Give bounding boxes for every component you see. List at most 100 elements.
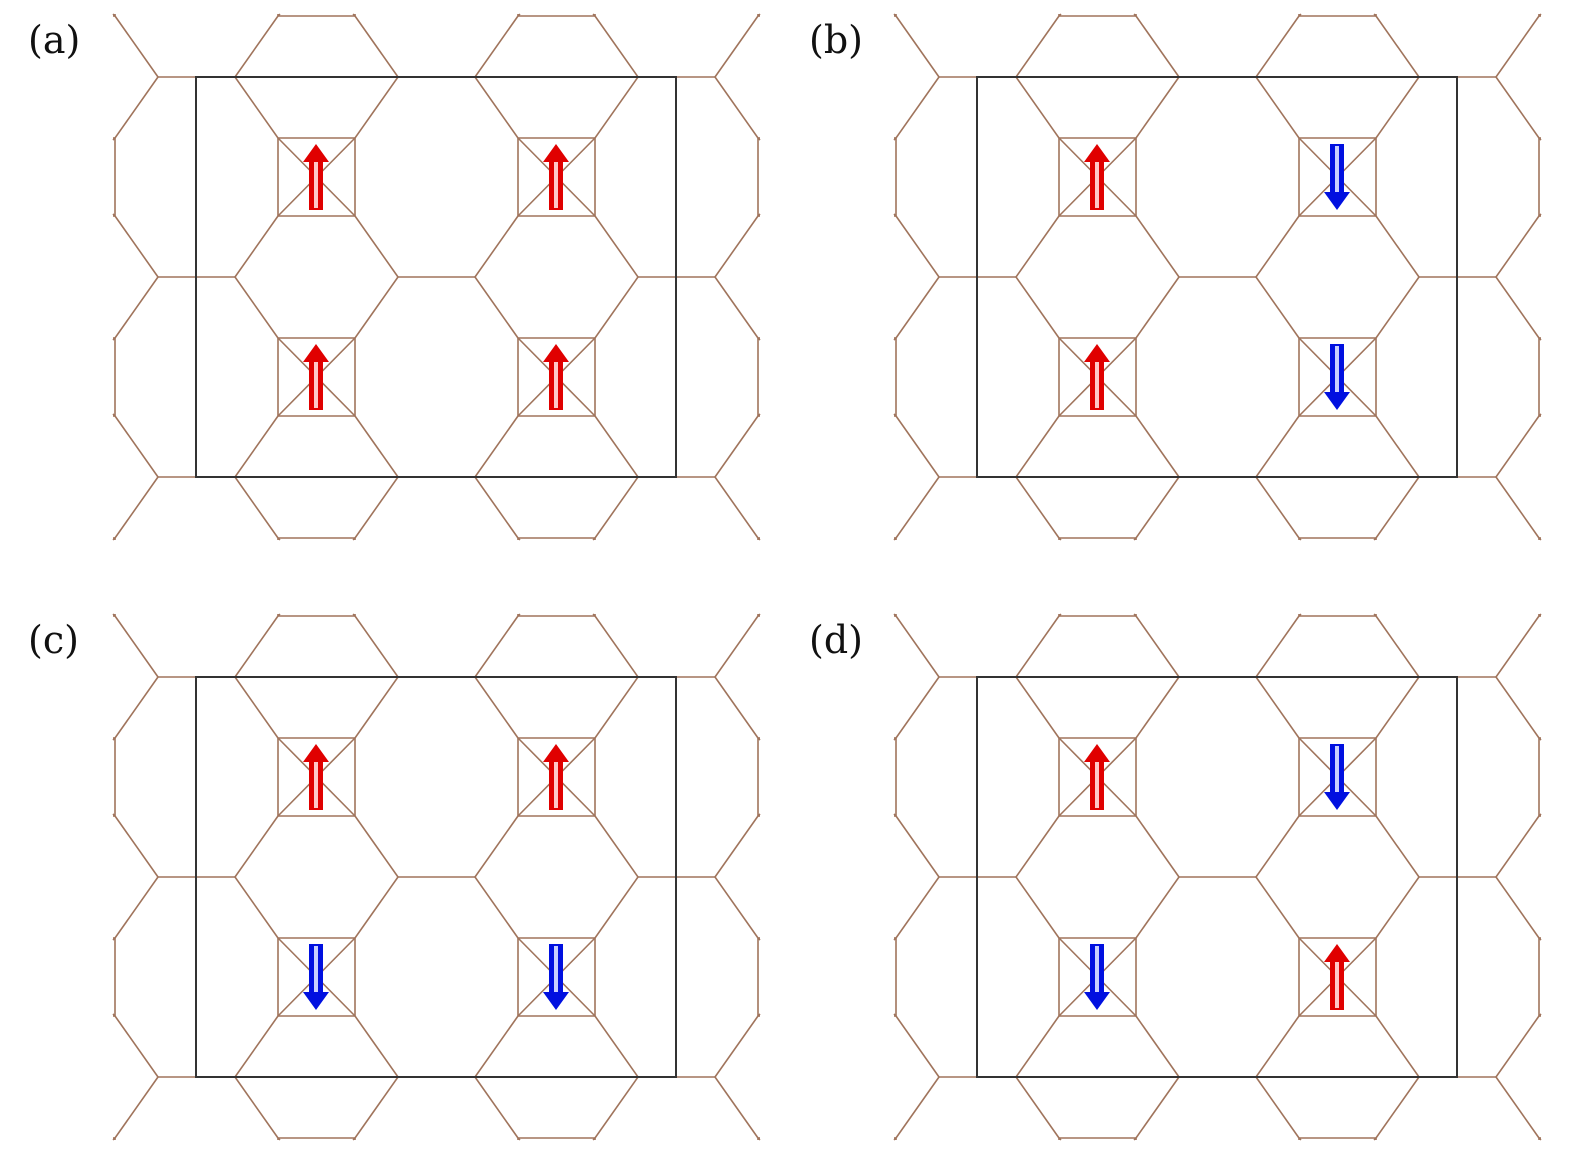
lattice-bond xyxy=(1298,1137,1302,1141)
lattice-bond xyxy=(1255,676,1300,739)
lattice-bond xyxy=(594,876,639,939)
lattice-bond xyxy=(354,676,399,739)
lattice-bond xyxy=(1135,676,1180,739)
lattice-bond xyxy=(352,613,356,617)
lattice-bond xyxy=(594,615,639,678)
lattice-bond xyxy=(1298,613,1302,617)
lattice-diagram xyxy=(112,613,761,1141)
lattice-bond xyxy=(1015,76,1060,139)
spin-down-arrow-icon xyxy=(543,944,569,1010)
lattice-bond xyxy=(1538,537,1542,541)
lattice-bond xyxy=(1255,1015,1300,1078)
lattice-bond xyxy=(714,476,759,539)
lattice-bond xyxy=(895,476,940,539)
lattice-diagram xyxy=(112,13,761,541)
lattice-bond xyxy=(1133,537,1137,541)
lattice xyxy=(112,613,761,1141)
lattice-bond xyxy=(354,1076,399,1139)
lattice-bond xyxy=(1495,815,1540,878)
lattice-bond xyxy=(517,1137,521,1141)
spin-up-arrow-icon xyxy=(1084,344,1110,410)
lattice-bond xyxy=(352,13,356,17)
lattice-bond xyxy=(895,1076,940,1139)
lattice-bond xyxy=(1015,415,1060,478)
lattice-bond xyxy=(112,13,116,17)
lattice-bond xyxy=(895,15,940,78)
lattice-bond xyxy=(1058,1137,1062,1141)
panel-label: (b) xyxy=(809,18,863,62)
lattice-bond xyxy=(1135,76,1180,139)
lattice-bond xyxy=(1255,476,1300,539)
lattice-bond xyxy=(1255,815,1300,878)
lattice-bond xyxy=(893,737,897,741)
lattice-bond xyxy=(474,615,519,678)
spin-down-arrow-icon xyxy=(303,944,329,1010)
lattice-bond xyxy=(114,815,159,878)
spin-down-arrow-icon xyxy=(1324,144,1350,210)
lattice-bond xyxy=(114,15,159,78)
lattice-bond xyxy=(1375,676,1420,739)
lattice-bond xyxy=(1255,1076,1300,1139)
lattice-bond xyxy=(757,537,761,541)
lattice-bond xyxy=(1255,15,1300,78)
panel-b: (b) xyxy=(781,0,1571,557)
lattice-bond xyxy=(895,1015,940,1078)
lattice-bond xyxy=(234,876,279,939)
lattice-bond xyxy=(1058,13,1062,17)
lattice-bond xyxy=(234,15,279,78)
lattice-bond xyxy=(234,415,279,478)
lattice-bond xyxy=(1538,137,1542,141)
lattice-bond xyxy=(112,737,116,741)
lattice-bond xyxy=(1375,215,1420,278)
lattice-bond xyxy=(1375,815,1420,878)
lattice-bond xyxy=(1538,937,1542,941)
lattice-bond xyxy=(592,613,596,617)
lattice-bond xyxy=(594,15,639,78)
lattice-bond xyxy=(1135,476,1180,539)
spin-up-arrow-icon xyxy=(303,144,329,210)
lattice-bond xyxy=(1135,215,1180,278)
lattice-bond xyxy=(1135,615,1180,678)
lattice-bond xyxy=(1255,76,1300,139)
lattice-bond xyxy=(234,76,279,139)
lattice-bond xyxy=(234,1076,279,1139)
lattice-bond xyxy=(1538,13,1542,17)
lattice-bond xyxy=(594,476,639,539)
lattice-bond xyxy=(893,1137,897,1141)
lattice-bond xyxy=(757,1013,761,1017)
lattice-bond xyxy=(1015,215,1060,278)
lattice-bond xyxy=(1135,1076,1180,1139)
lattice-bond xyxy=(594,1076,639,1139)
lattice-bond xyxy=(114,615,159,678)
lattice-bond xyxy=(354,415,399,478)
spin-up-arrow-icon xyxy=(543,344,569,410)
lattice-bond xyxy=(354,76,399,139)
lattice-bond xyxy=(893,537,897,541)
lattice-bond xyxy=(1015,15,1060,78)
lattice-bond xyxy=(895,276,940,339)
lattice-bond xyxy=(895,76,940,139)
lattice-bond xyxy=(112,937,116,941)
lattice-bond xyxy=(354,876,399,939)
lattice-bond xyxy=(1135,1015,1180,1078)
lattice-bond xyxy=(234,215,279,278)
lattice-bond xyxy=(234,676,279,739)
lattice-bond xyxy=(757,813,761,817)
lattice-bond xyxy=(592,537,596,541)
unit-cell-boundary xyxy=(195,676,677,1078)
lattice-bond xyxy=(1538,413,1542,417)
lattice-bond xyxy=(474,276,519,339)
lattice-bond xyxy=(1015,476,1060,539)
lattice-bond xyxy=(1538,213,1542,217)
spin-up-arrow-icon xyxy=(303,344,329,410)
lattice xyxy=(112,13,761,541)
unit-cell-boundary xyxy=(976,76,1458,478)
lattice-bond xyxy=(757,137,761,141)
lattice-bond xyxy=(354,276,399,339)
lattice-bond xyxy=(474,1076,519,1139)
lattice-bond xyxy=(474,676,519,739)
spin-up-arrow-icon xyxy=(543,744,569,810)
lattice-bond xyxy=(354,1015,399,1078)
lattice-bond xyxy=(234,476,279,539)
lattice-bond xyxy=(714,1015,759,1078)
